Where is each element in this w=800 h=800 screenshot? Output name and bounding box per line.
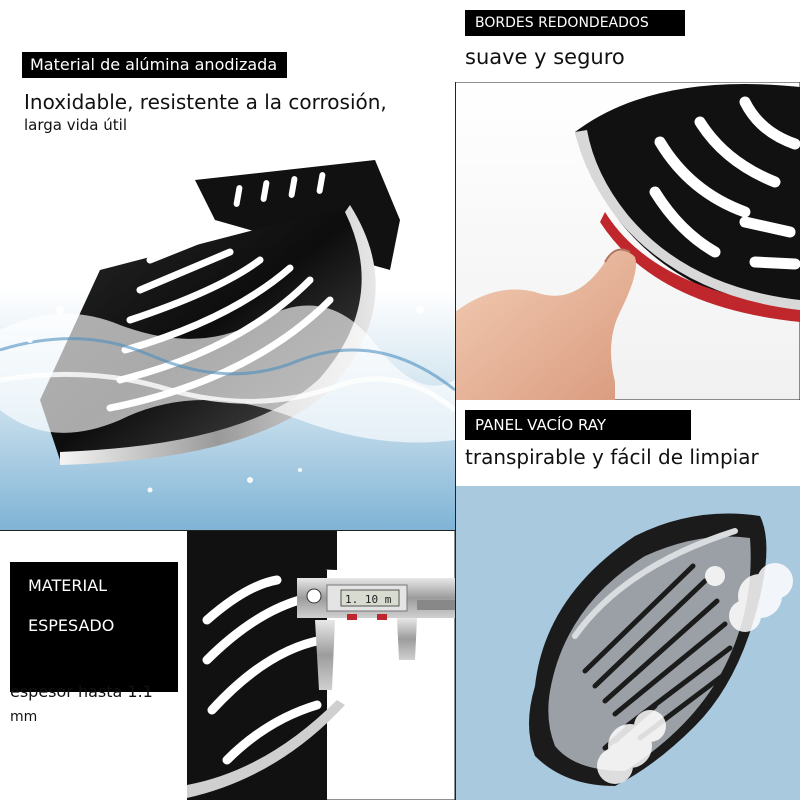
thickened-heading-line2: ESPESADO (28, 616, 115, 635)
caliper-reading: 1. 10 m (345, 593, 392, 606)
divider-horizontal (0, 530, 455, 531)
rounded-edges-heading: BORDES REDONDEADOS (465, 10, 685, 36)
ray-panel-subheading: transpirable y fácil de limpiar (465, 445, 759, 469)
anodized-subheading: Inoxidable, resistente a la corrosión, (24, 90, 387, 114)
rounded-edges-subheading: suave y seguro (465, 45, 625, 69)
thickened-heading-line1: MATERIAL (28, 576, 108, 595)
divider-vertical (455, 82, 456, 800)
panel-thickened-material: MATERIAL ESPESADO espesor hasta 1.1 mm 1… (0, 530, 455, 800)
panel-rounded-edges: BORDES REDONDEADOS suave y seguro (455, 0, 800, 400)
finger-edge-image (455, 82, 800, 400)
ray-panel-image (455, 486, 800, 800)
thickness-caption-line2: mm (10, 709, 38, 725)
panel-ray: PANEL VACÍO RAY transpirable y fácil de … (455, 400, 800, 800)
thickened-label-box: MATERIAL ESPESADO (10, 562, 178, 692)
thickness-caption-line1: espesor hasta 1.1 (10, 682, 153, 701)
ray-panel-heading: PANEL VACÍO RAY (465, 410, 691, 440)
panel-anodized-material: Material de alúmina anodizada Inoxidable… (0, 0, 455, 530)
caliper-image: 1. 10 m (187, 530, 455, 800)
anodized-heading: Material de alúmina anodizada (22, 52, 288, 78)
anodized-detail: larga vida útil (24, 116, 127, 134)
water-splash-image (0, 160, 455, 530)
